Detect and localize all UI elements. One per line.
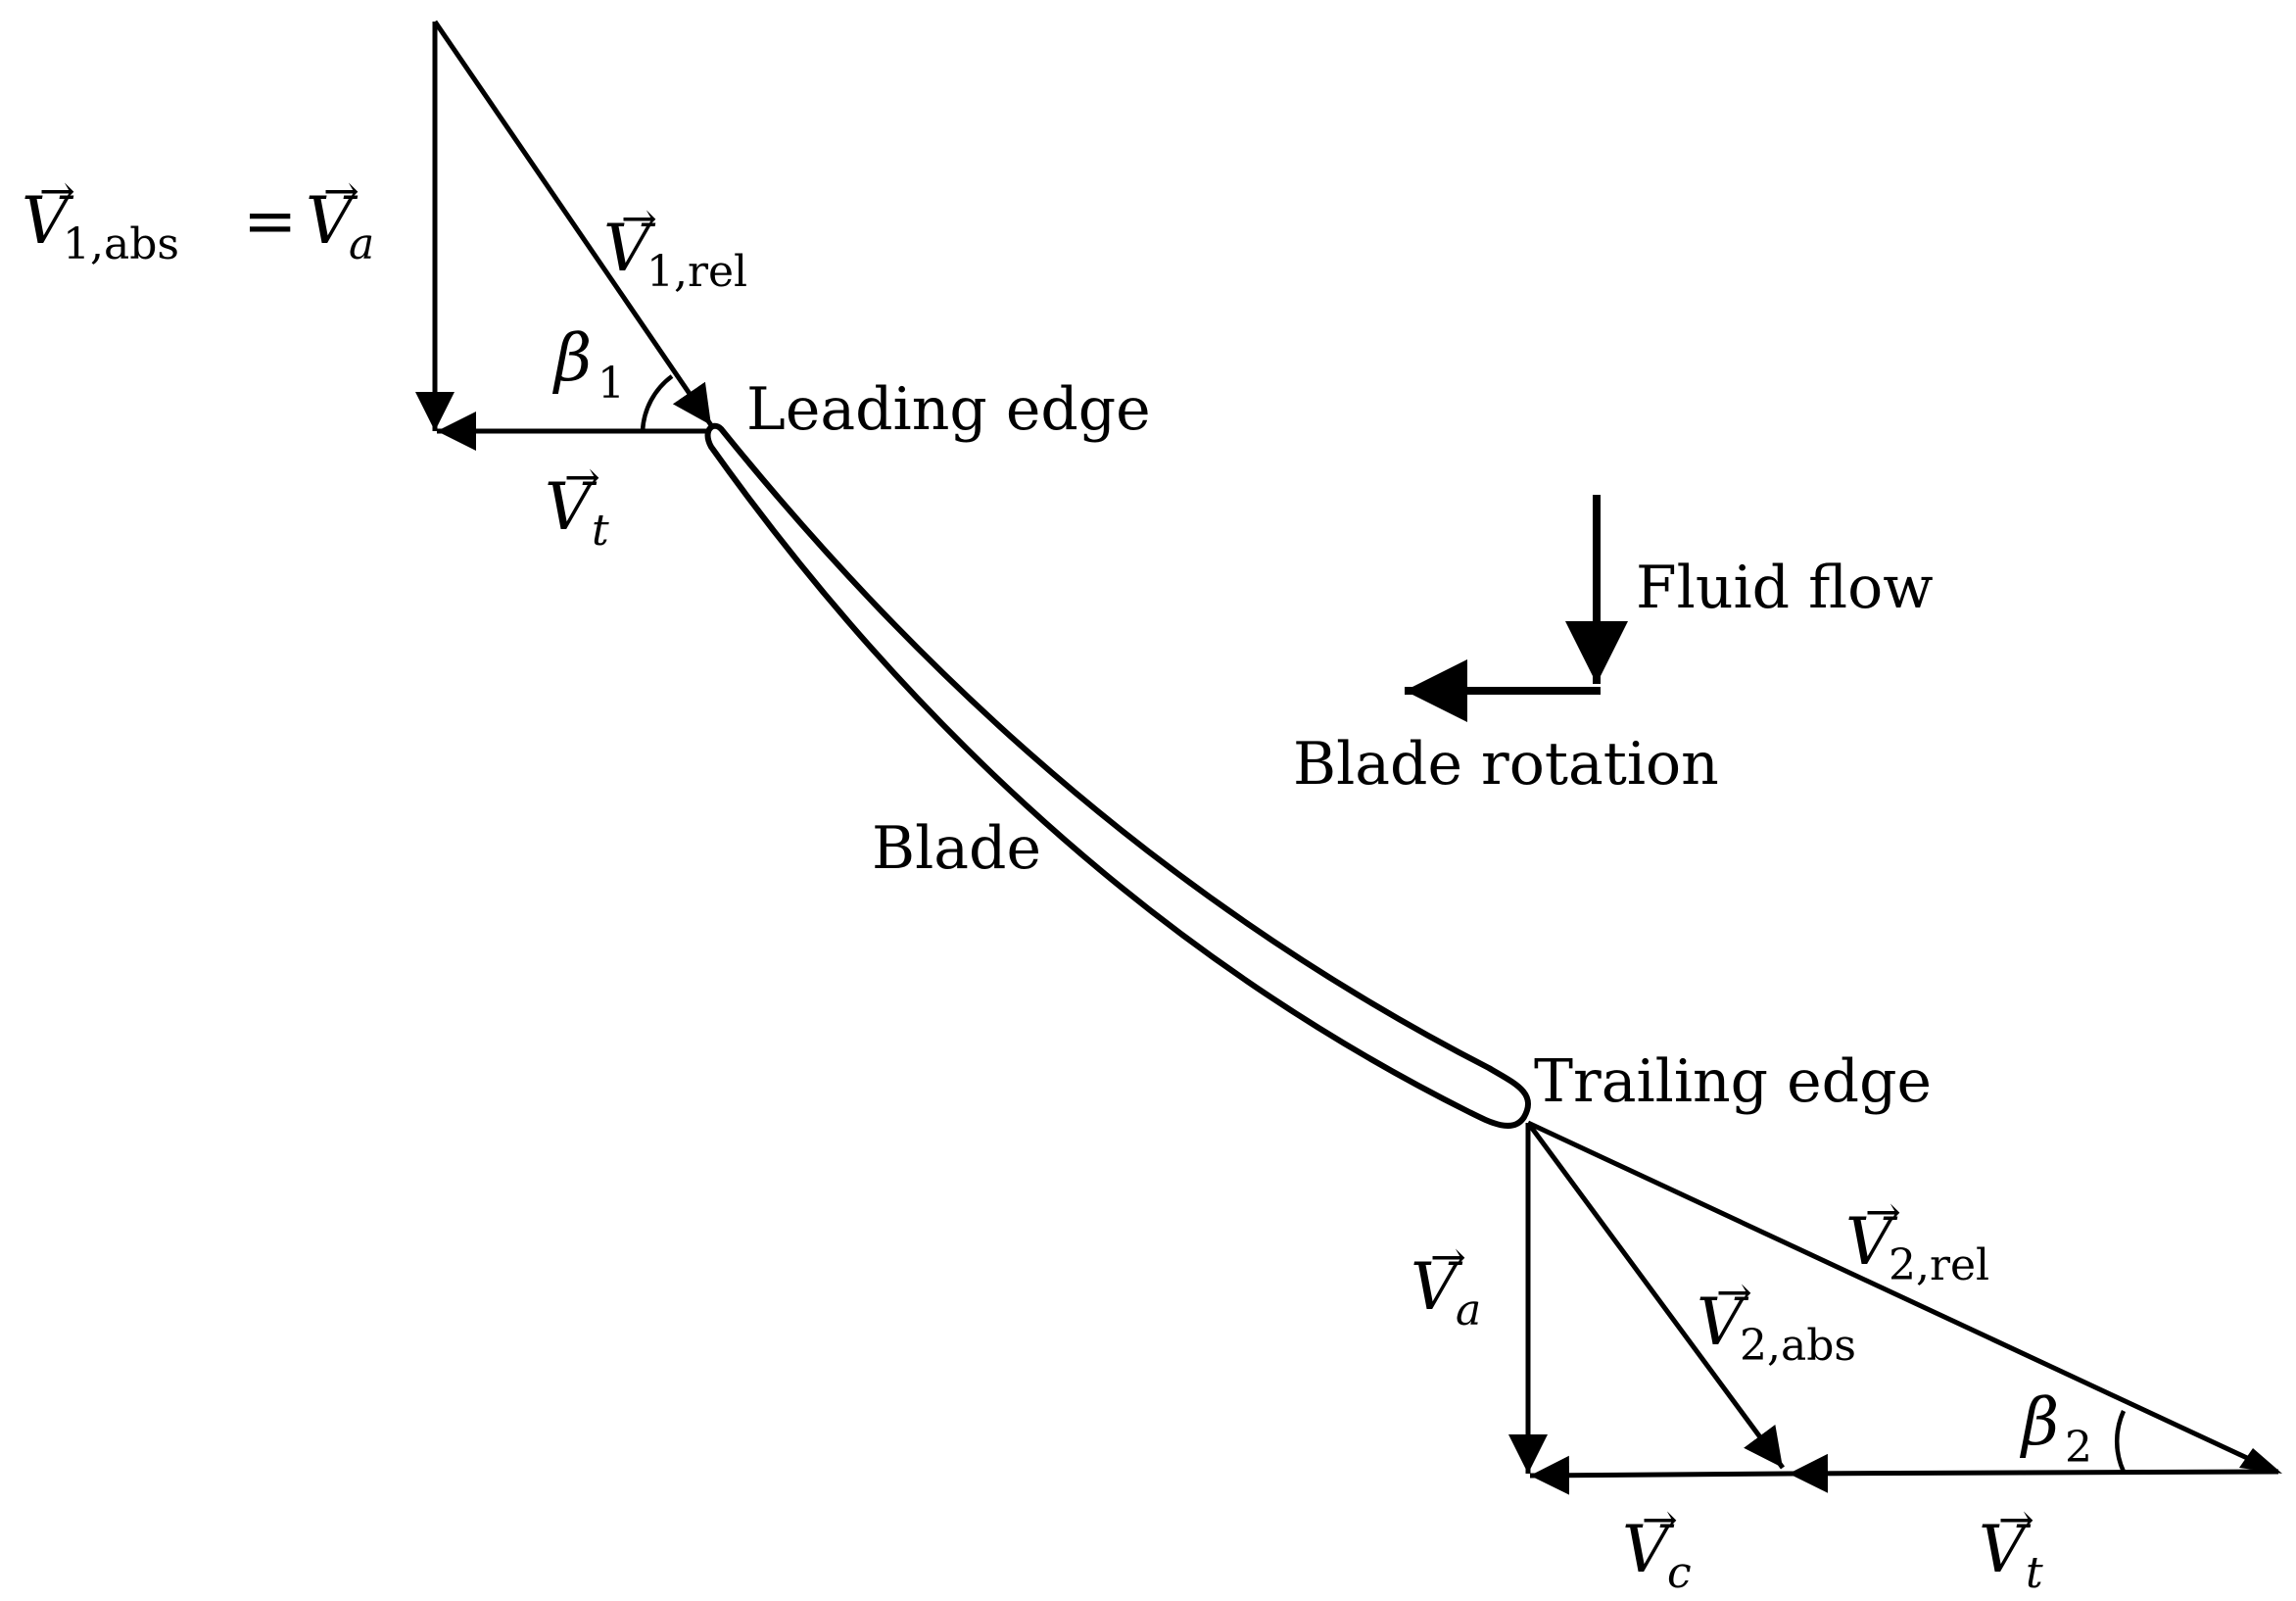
trailing-edge-label: Trailing edge xyxy=(1534,1047,1932,1116)
svg-text:→: → xyxy=(621,194,657,244)
blade-shape xyxy=(704,422,1531,1129)
v2-rel-label: → V 2,rel xyxy=(1845,1188,1989,1290)
blade-label: Blade xyxy=(872,814,1041,883)
svg-text:→: → xyxy=(1998,1495,2034,1545)
blade-rotation-label: Blade rotation xyxy=(1293,730,1719,799)
svg-text:2,abs: 2,abs xyxy=(1740,1321,1856,1371)
va-top-label: → V a xyxy=(306,167,374,269)
svg-text:1,abs: 1,abs xyxy=(63,219,179,269)
svg-text:V: V xyxy=(603,211,656,286)
svg-text:a: a xyxy=(349,219,374,269)
legend xyxy=(1405,495,1628,722)
svg-text:V: V xyxy=(1622,1512,1675,1587)
va-bottom-label: → V a xyxy=(1411,1233,1481,1335)
beta1-label: β 1 xyxy=(551,320,625,409)
svg-text:β: β xyxy=(551,320,592,396)
svg-text:→: → xyxy=(323,167,359,217)
svg-text:V: V xyxy=(1979,1512,2032,1587)
svg-text:1: 1 xyxy=(598,359,625,409)
svg-text:V: V xyxy=(1845,1204,1898,1280)
svg-text:2,rel: 2,rel xyxy=(1889,1240,1989,1290)
svg-text:c: c xyxy=(1667,1548,1692,1598)
v1-abs-label: → V 1,abs xyxy=(22,167,179,269)
svg-text:→: → xyxy=(1865,1188,1901,1237)
svg-text:t: t xyxy=(2026,1548,2043,1598)
equals-sign: = xyxy=(243,183,297,259)
svg-text:t: t xyxy=(592,506,609,556)
svg-text:1,rel: 1,rel xyxy=(646,247,747,297)
svg-text:→: → xyxy=(564,453,600,503)
leading-edge-label: Leading edge xyxy=(746,375,1151,444)
svg-text:→: → xyxy=(1430,1233,1466,1283)
svg-text:→: → xyxy=(1642,1495,1678,1545)
v2-rel-line xyxy=(1526,1120,2278,1475)
svg-text:V: V xyxy=(22,183,74,259)
v2-abs-arrow xyxy=(1525,1121,1786,1470)
outlet-triangle xyxy=(1508,1120,2282,1495)
vt-outlet-arrow xyxy=(1788,1453,2279,1493)
v1-rel-arrow xyxy=(432,20,714,427)
svg-text:V: V xyxy=(1411,1249,1463,1325)
v1-rel-label: → V 1,rel xyxy=(603,194,747,297)
vt-top-label: → V t xyxy=(545,453,609,556)
beta2-label: β 2 xyxy=(2019,1384,2092,1473)
svg-text:→: → xyxy=(39,167,75,217)
beta2-arc xyxy=(2115,1410,2127,1473)
inlet-triangle xyxy=(415,20,715,451)
svg-text:V: V xyxy=(1697,1285,1749,1360)
v2-rel-arrowhead xyxy=(2239,1448,2282,1474)
fluid-flow-label: Fluid flow xyxy=(1636,554,1934,622)
svg-text:2: 2 xyxy=(2065,1423,2092,1473)
v2-abs-label: → V 2,abs xyxy=(1697,1268,1856,1371)
vc-label: → V c xyxy=(1622,1495,1692,1598)
vc-arrow xyxy=(1529,1455,1790,1495)
svg-text:→: → xyxy=(1716,1268,1752,1318)
vt-bottom-label: → V t xyxy=(1979,1495,2043,1598)
svg-text:a: a xyxy=(1456,1286,1481,1335)
svg-text:β: β xyxy=(2019,1384,2059,1460)
svg-text:V: V xyxy=(545,469,598,545)
svg-text:V: V xyxy=(306,183,359,259)
beta1-arc xyxy=(640,374,674,432)
